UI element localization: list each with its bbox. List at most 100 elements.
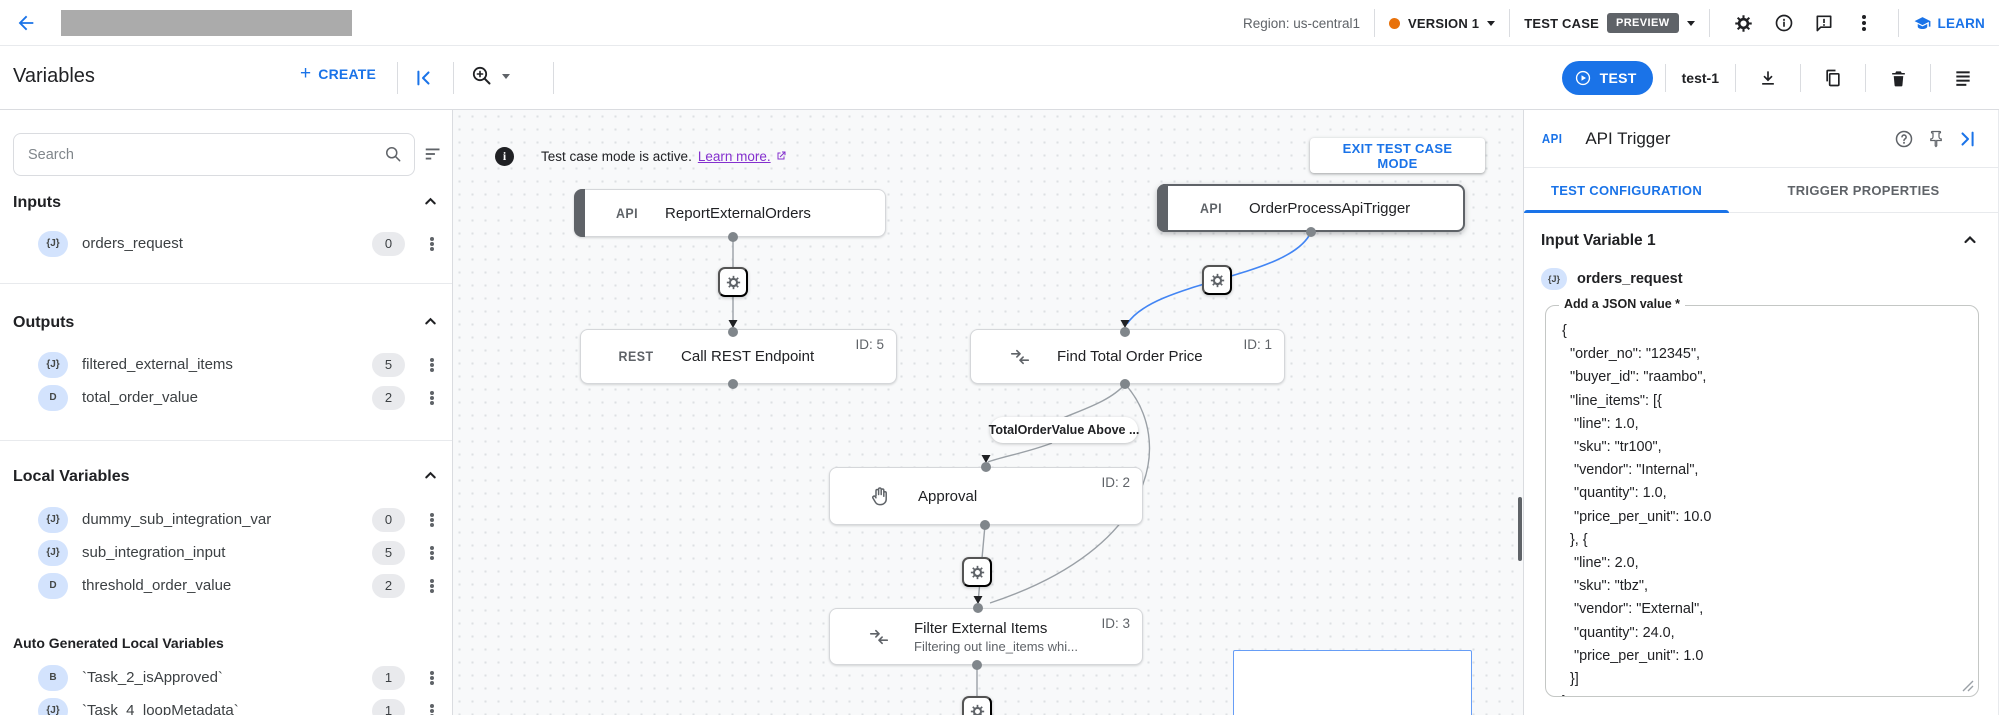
back-button[interactable] [14, 12, 38, 36]
variable-type-badge: {J} [38, 230, 68, 257]
zoom-control[interactable] [470, 64, 510, 88]
create-variable-button[interactable]: + CREATE [300, 64, 376, 83]
chevron-down-icon [502, 73, 510, 79]
more-options-button[interactable] [1847, 6, 1881, 40]
edge-gear-button[interactable] [962, 696, 992, 715]
rest-task-icon: REST [618, 349, 654, 364]
json-value-input[interactable]: { "order_no": "12345", "buyer_id": "raam… [1546, 306, 1978, 696]
connection-dot[interactable] [728, 327, 738, 337]
node-call-rest-endpoint[interactable]: REST Call REST Endpoint ID: 5 [580, 329, 897, 384]
more-options-button[interactable] [419, 385, 445, 411]
test-button[interactable]: TEST [1561, 61, 1653, 95]
zoom-in-icon [472, 66, 491, 85]
kebab-icon [430, 550, 434, 555]
pin-panel-button[interactable] [1920, 123, 1952, 155]
edge-gear-button[interactable] [962, 557, 992, 587]
region-label: Region: us-central1 [1242, 15, 1361, 31]
node-find-total-order-price[interactable]: Find Total Order Price ID: 1 [970, 329, 1285, 384]
learn-button[interactable]: LEARN [1913, 14, 1986, 33]
note-box[interactable] [1233, 650, 1472, 715]
connection-dot[interactable] [981, 462, 991, 472]
test-mode-banner: i Test case mode is active. Learn more. … [495, 138, 1485, 174]
connection-dot[interactable] [980, 520, 990, 530]
search-input[interactable] [13, 133, 415, 176]
exit-test-case-mode-button[interactable]: EXIT TEST CASE MODE [1310, 138, 1485, 173]
api-trigger-icon: API [1199, 200, 1223, 216]
copy-button[interactable] [1816, 61, 1850, 95]
connection-dot[interactable] [728, 379, 738, 389]
learn-more-label: Learn more. [697, 148, 771, 164]
collapse-section-button[interactable] [1957, 228, 1983, 254]
panel-variable-row: {J} orders_request [1541, 268, 1683, 290]
kebab-icon [1861, 21, 1866, 25]
node-subtitle: Filtering out line_items whi... [914, 638, 1079, 654]
settings-button[interactable] [1727, 6, 1761, 40]
connection-dot[interactable] [1120, 327, 1130, 337]
tab-trigger-properties[interactable]: TRIGGER PROPERTIES [1787, 183, 1940, 198]
page-title: Variables [13, 65, 95, 87]
tab-test-configuration[interactable]: TEST CONFIGURATION [1524, 168, 1729, 213]
variable-name: orders_request [82, 235, 183, 252]
sort-variables-button[interactable] [422, 143, 446, 167]
more-options-button[interactable] [419, 352, 445, 378]
edge-gear-button[interactable] [718, 267, 748, 297]
chevron-down-icon [1686, 20, 1695, 26]
learn-icon [1914, 16, 1930, 29]
edge-gear-button[interactable] [1202, 265, 1232, 295]
test-case-selector[interactable]: TEST CASE PREVIEW [1524, 13, 1695, 33]
variable-row[interactable]: {J} sub_integration_input 5 [0, 536, 452, 569]
connection-dot[interactable] [1120, 379, 1130, 389]
more-options-button[interactable] [419, 507, 445, 533]
main-content: Inputs {J} orders_request 0 Outputs {J} … [0, 110, 1999, 715]
collapse-panel-button[interactable] [1952, 123, 1984, 155]
learn-more-link[interactable]: Learn more. [698, 149, 787, 164]
variable-row[interactable]: D threshold_order_value 2 [0, 569, 452, 602]
collapse-section-button[interactable] [417, 464, 443, 490]
node-report-external-orders[interactable]: API ReportExternalOrders [574, 189, 886, 237]
variable-row[interactable]: {J} orders_request 0 [0, 227, 452, 260]
kebab-icon [430, 362, 434, 367]
version-selector[interactable]: VERSION 1 [1389, 16, 1496, 31]
collapse-sidebar-button[interactable] [410, 66, 436, 92]
json-value-field: Add a JSON value * { "order_no": "12345"… [1545, 297, 1979, 697]
top-app-bar: Region: us-central1 VERSION 1 TEST CASE … [0, 0, 1999, 46]
variable-row[interactable]: {J} `Task_4_loopMetadata` 1 [0, 694, 452, 715]
trigger-accent-bar [1157, 184, 1168, 232]
edge-condition-label[interactable]: TotalOrderValue Above ... [989, 417, 1139, 443]
scrollbar-thumb[interactable] [1518, 497, 1522, 561]
more-options-button[interactable] [419, 573, 445, 599]
resize-handle-icon[interactable] [1962, 680, 1974, 692]
connection-dot[interactable] [972, 660, 982, 670]
variable-row[interactable]: B `Task_2_isApproved` 1 [0, 661, 452, 694]
node-title: ReportExternalOrders [665, 204, 811, 222]
info-button[interactable] [1767, 6, 1801, 40]
connection-dot[interactable] [1306, 227, 1316, 237]
connection-dot[interactable] [973, 603, 983, 613]
collapse-section-button[interactable] [417, 190, 443, 216]
divider [1708, 9, 1710, 37]
node-filter-external-items[interactable]: Filter External Items Filtering out line… [829, 608, 1143, 665]
feedback-button[interactable] [1807, 6, 1841, 40]
delete-button[interactable] [1881, 61, 1915, 95]
node-approval[interactable]: Approval ID: 2 [829, 467, 1143, 525]
create-label: CREATE [318, 65, 377, 82]
variable-row[interactable]: {J} dummy_sub_integration_var 0 [0, 503, 452, 536]
more-options-button[interactable] [419, 231, 445, 257]
help-button[interactable] [1888, 123, 1920, 155]
kebab-icon [430, 517, 434, 522]
connection-dot[interactable] [728, 232, 738, 242]
variable-count-badge: 1 [372, 698, 405, 715]
collapse-section-button[interactable] [417, 310, 443, 336]
section-title: Inputs [13, 194, 61, 211]
download-button[interactable] [1751, 61, 1785, 95]
node-id: ID: 3 [1101, 616, 1130, 631]
more-options-button[interactable] [419, 698, 445, 715]
node-order-process-api-trigger[interactable]: API OrderProcessApiTrigger [1157, 184, 1465, 232]
log-list-button[interactable] [1946, 61, 1980, 95]
variable-row[interactable]: {J} filtered_external_items 5 [0, 348, 452, 381]
variable-row[interactable]: D total_order_value 2 [0, 381, 452, 414]
integration-canvas[interactable]: i Test case mode is active. Learn more. … [453, 110, 1523, 715]
more-options-button[interactable] [419, 540, 445, 566]
search-field [13, 133, 415, 176]
more-options-button[interactable] [419, 665, 445, 691]
